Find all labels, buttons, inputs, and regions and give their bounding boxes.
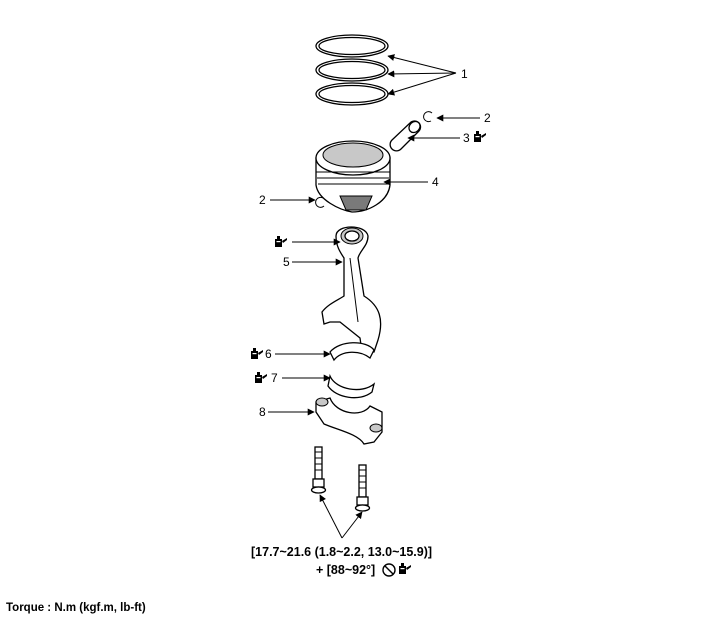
cap-bolt-right: [354, 464, 371, 512]
snap-ring-right: [423, 111, 433, 123]
callout-snap-ring-right: 2: [484, 111, 491, 125]
oil-can-icon: [255, 372, 267, 383]
do-not-reuse-icon: [382, 563, 396, 577]
snap-ring-left: [315, 196, 325, 208]
callout-piston-rings: 1: [461, 67, 468, 81]
piston: [315, 140, 391, 213]
cap-bolt-left: [310, 446, 327, 494]
oil-can-icon: [251, 348, 263, 359]
callout-bearing-cap: 8: [259, 405, 266, 419]
piston-pin: [389, 120, 422, 152]
connecting-rod: [321, 226, 382, 353]
upper-bearing: [329, 342, 375, 362]
callout-upper-bearing: 6: [265, 347, 272, 361]
leader-lines: [268, 54, 480, 539]
torque-spec-line1: [17.7~21.6 (1.8~2.2, 13.0~15.9)]: [251, 545, 432, 559]
callout-lower-bearing: 7: [271, 371, 278, 385]
callout-connecting-rod: 5: [283, 255, 290, 269]
oil-can-icon: [399, 563, 411, 574]
torque-unit-note: Torque : N.m (kgf.m, lb-ft): [6, 602, 146, 614]
callout-piston: 4: [432, 175, 439, 189]
bearing-cap: [315, 397, 383, 445]
lower-bearing: [327, 373, 376, 399]
oil-can-icon: [474, 131, 486, 142]
oil-can-icon: [275, 236, 287, 247]
torque-spec-line2: + [88~92°]: [316, 563, 375, 577]
callout-piston-pin: 3: [463, 131, 470, 145]
callout-snap-ring-left: 2: [259, 193, 266, 207]
piston-rings: [315, 34, 389, 106]
